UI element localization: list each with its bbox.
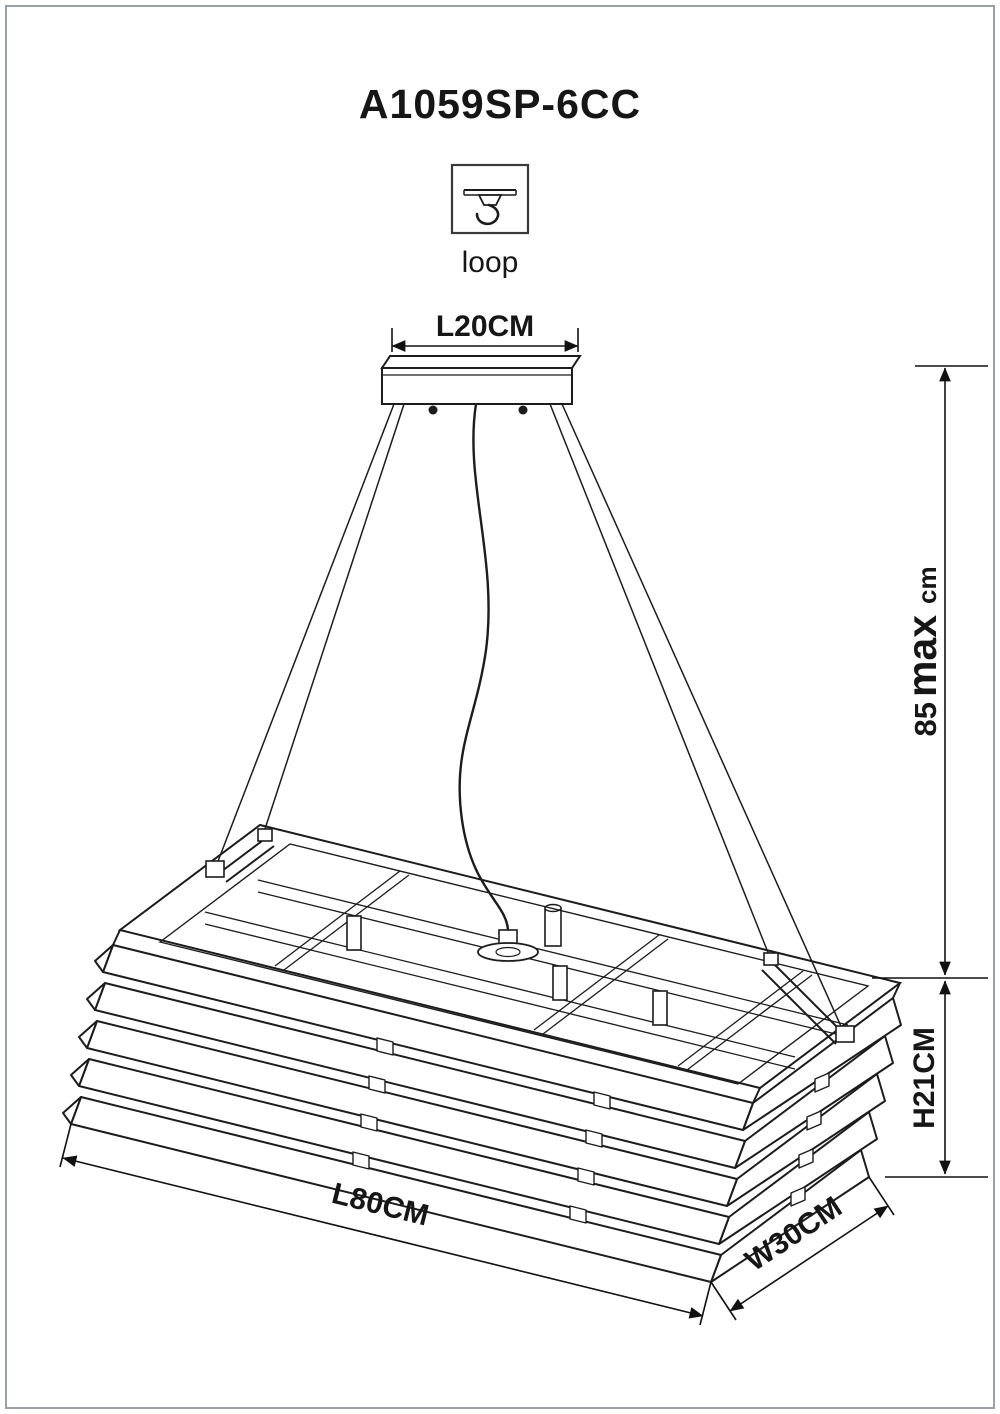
shade-left-end-caps [62,944,114,1125]
shade-height-label: H21CM [908,1027,941,1129]
hook-icon [475,203,500,226]
shade-top-frame [112,823,903,1104]
canopy-length-label: L20CM [436,310,534,343]
loop-mount-icon [450,163,530,235]
dimension-max-drop: 85 max cm [872,365,988,979]
wire-brackets [205,828,855,1045]
canopy-bolt [518,405,528,415]
socket-cylinder [544,907,562,947]
dimension-canopy-length: L20CM [391,310,579,352]
product-code-title: A1059SP-6CC [359,81,641,127]
shade-front-slats [70,944,754,1283]
page-border [5,5,995,1409]
canopy-bolt [428,405,438,415]
suspension-wires [214,403,845,1034]
dimension-shade-height: H21CM [885,980,988,1178]
shade-interior [204,870,849,1071]
canopy [380,355,582,415]
loop-label: loop [462,246,519,279]
max-drop-word: max [899,615,945,697]
max-drop-unit: cm [912,566,942,604]
power-cable [458,403,510,931]
max-drop-value: 85 [908,702,943,736]
cable-connector [477,929,539,962]
